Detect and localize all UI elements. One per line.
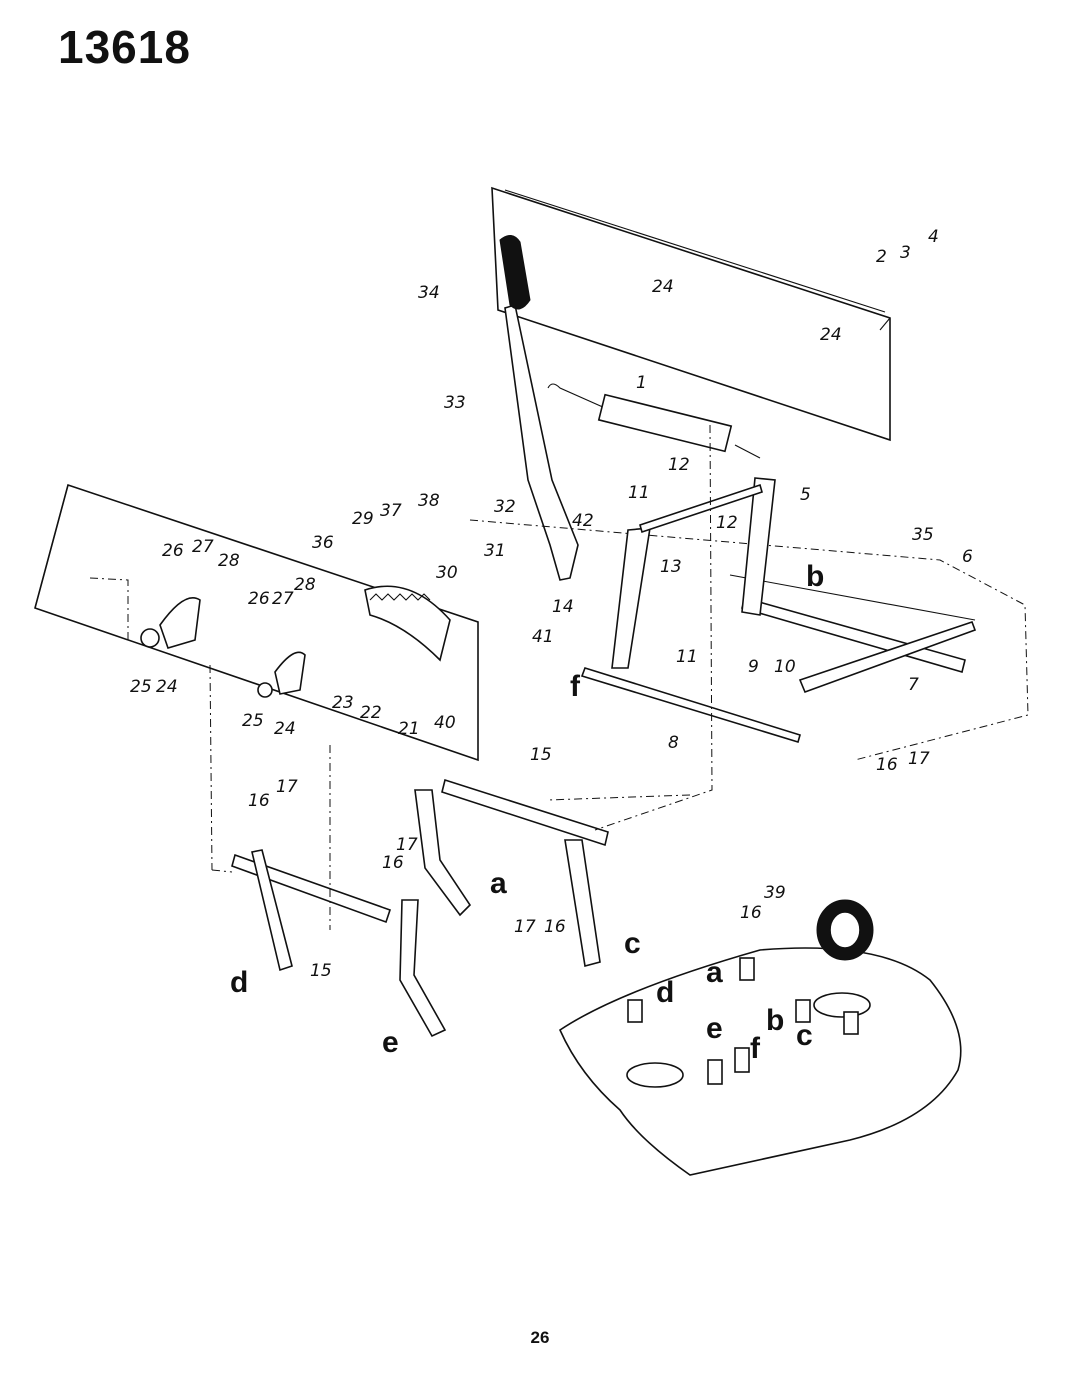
lift-arm-c xyxy=(564,839,601,968)
callout-5: 5 xyxy=(800,485,811,505)
connection-letters: a a b b c c d d e e f f xyxy=(230,560,824,1065)
callout-35: 35 xyxy=(912,525,934,545)
letter-b-frame: b xyxy=(806,560,824,593)
callout-27-lower: 27 xyxy=(272,589,294,609)
upper-frame-panel xyxy=(491,186,891,442)
lift-link-lower xyxy=(231,849,392,972)
callout-36: 36 xyxy=(312,533,334,553)
callout-17-left: 17 xyxy=(276,777,298,797)
callout-13: 13 xyxy=(660,557,682,577)
callout-16-mid: 16 xyxy=(382,853,404,873)
letter-e-deck: e xyxy=(706,1012,723,1045)
callout-29: 29 xyxy=(352,509,374,529)
pivot-bracket-left xyxy=(140,597,201,649)
letter-e-arm: e xyxy=(382,1026,399,1059)
callout-21: 21 xyxy=(398,719,420,739)
callout-34: 34 xyxy=(418,283,440,303)
assembly-guides xyxy=(209,424,713,930)
callout-17-mid: 17 xyxy=(396,835,418,855)
callout-24-panel: 24 xyxy=(652,277,674,297)
callout-31: 31 xyxy=(484,541,506,561)
mower-deck xyxy=(558,899,962,1176)
letter-c-arm: c xyxy=(624,927,641,960)
callout-38: 38 xyxy=(418,491,440,511)
callout-12-lower: 12 xyxy=(716,513,738,533)
callout-16-frame: 16 xyxy=(876,755,898,775)
callout-8: 8 xyxy=(668,733,679,753)
letter-b-deck: b xyxy=(766,1004,784,1037)
callout-22: 22 xyxy=(360,703,382,723)
callout-12-upper: 12 xyxy=(668,455,690,475)
callout-24-panel-right: 24 xyxy=(820,325,842,345)
callout-33: 33 xyxy=(444,393,466,413)
callout-16-deck: 16 xyxy=(740,903,762,923)
callout-39: 39 xyxy=(764,883,786,903)
callout-6: 6 xyxy=(962,547,973,567)
callout-11-lower: 11 xyxy=(676,647,698,667)
lift-lever xyxy=(499,235,579,581)
letter-c-deck: c xyxy=(796,1019,813,1052)
callout-10: 10 xyxy=(774,657,796,677)
callout-17-right: 17 xyxy=(514,917,536,937)
callout-24-left: 24 xyxy=(156,677,178,697)
callout-42: 42 xyxy=(572,511,594,531)
callout-24-mid: 24 xyxy=(274,719,296,739)
callout-2: 2 xyxy=(876,247,887,267)
page-number: 26 xyxy=(530,1328,550,1347)
callout-32: 32 xyxy=(494,497,516,517)
callout-37: 37 xyxy=(380,501,402,521)
rear-frame xyxy=(469,477,1029,761)
callout-25-left: 25 xyxy=(130,677,152,697)
callout-16-right: 16 xyxy=(544,917,566,937)
callout-11-upper: 11 xyxy=(628,483,650,503)
callout-16-left: 16 xyxy=(248,791,270,811)
callout-28-lower: 28 xyxy=(294,575,316,595)
callout-23: 23 xyxy=(332,693,354,713)
letter-f-rod: f xyxy=(570,670,581,703)
callout-3: 3 xyxy=(900,243,911,263)
pivot-bracket-middle xyxy=(257,651,306,698)
callout-labels: 1 2 3 4 5 6 7 8 9 10 11 11 12 12 13 14 1… xyxy=(130,227,973,981)
model-number: 13618 xyxy=(58,21,191,73)
callout-30: 30 xyxy=(436,563,458,583)
lift-spring xyxy=(547,383,761,459)
letter-a-deck: a xyxy=(706,956,723,989)
left-side-panel xyxy=(34,483,479,762)
callout-15-upper: 15 xyxy=(530,745,552,765)
callout-15-lower: 15 xyxy=(310,961,332,981)
callout-4: 4 xyxy=(928,227,939,247)
letter-a-arm: a xyxy=(490,867,507,900)
callout-9: 9 xyxy=(748,657,759,677)
callout-40: 40 xyxy=(434,713,456,733)
callout-26-upper: 26 xyxy=(162,541,184,561)
lift-arm-e xyxy=(399,899,447,1038)
ratchet-sector xyxy=(364,585,451,662)
callout-41: 41 xyxy=(532,627,554,647)
callout-7: 7 xyxy=(908,675,919,695)
callout-27-upper: 27 xyxy=(192,537,214,557)
callout-14: 14 xyxy=(552,597,574,617)
callout-17-frame: 17 xyxy=(908,749,930,769)
callout-1: 1 xyxy=(636,373,647,393)
letter-d-deck: d xyxy=(656,976,674,1009)
lift-link-upper xyxy=(441,778,609,847)
callout-26-lower: 26 xyxy=(248,589,270,609)
lift-arm-a xyxy=(414,789,472,917)
letter-d-link: d xyxy=(230,966,248,999)
deck-brackets xyxy=(627,957,859,1085)
letter-f-deck: f xyxy=(750,1032,761,1065)
callout-28-upper: 28 xyxy=(218,551,240,571)
callout-25-mid: 25 xyxy=(242,711,264,731)
